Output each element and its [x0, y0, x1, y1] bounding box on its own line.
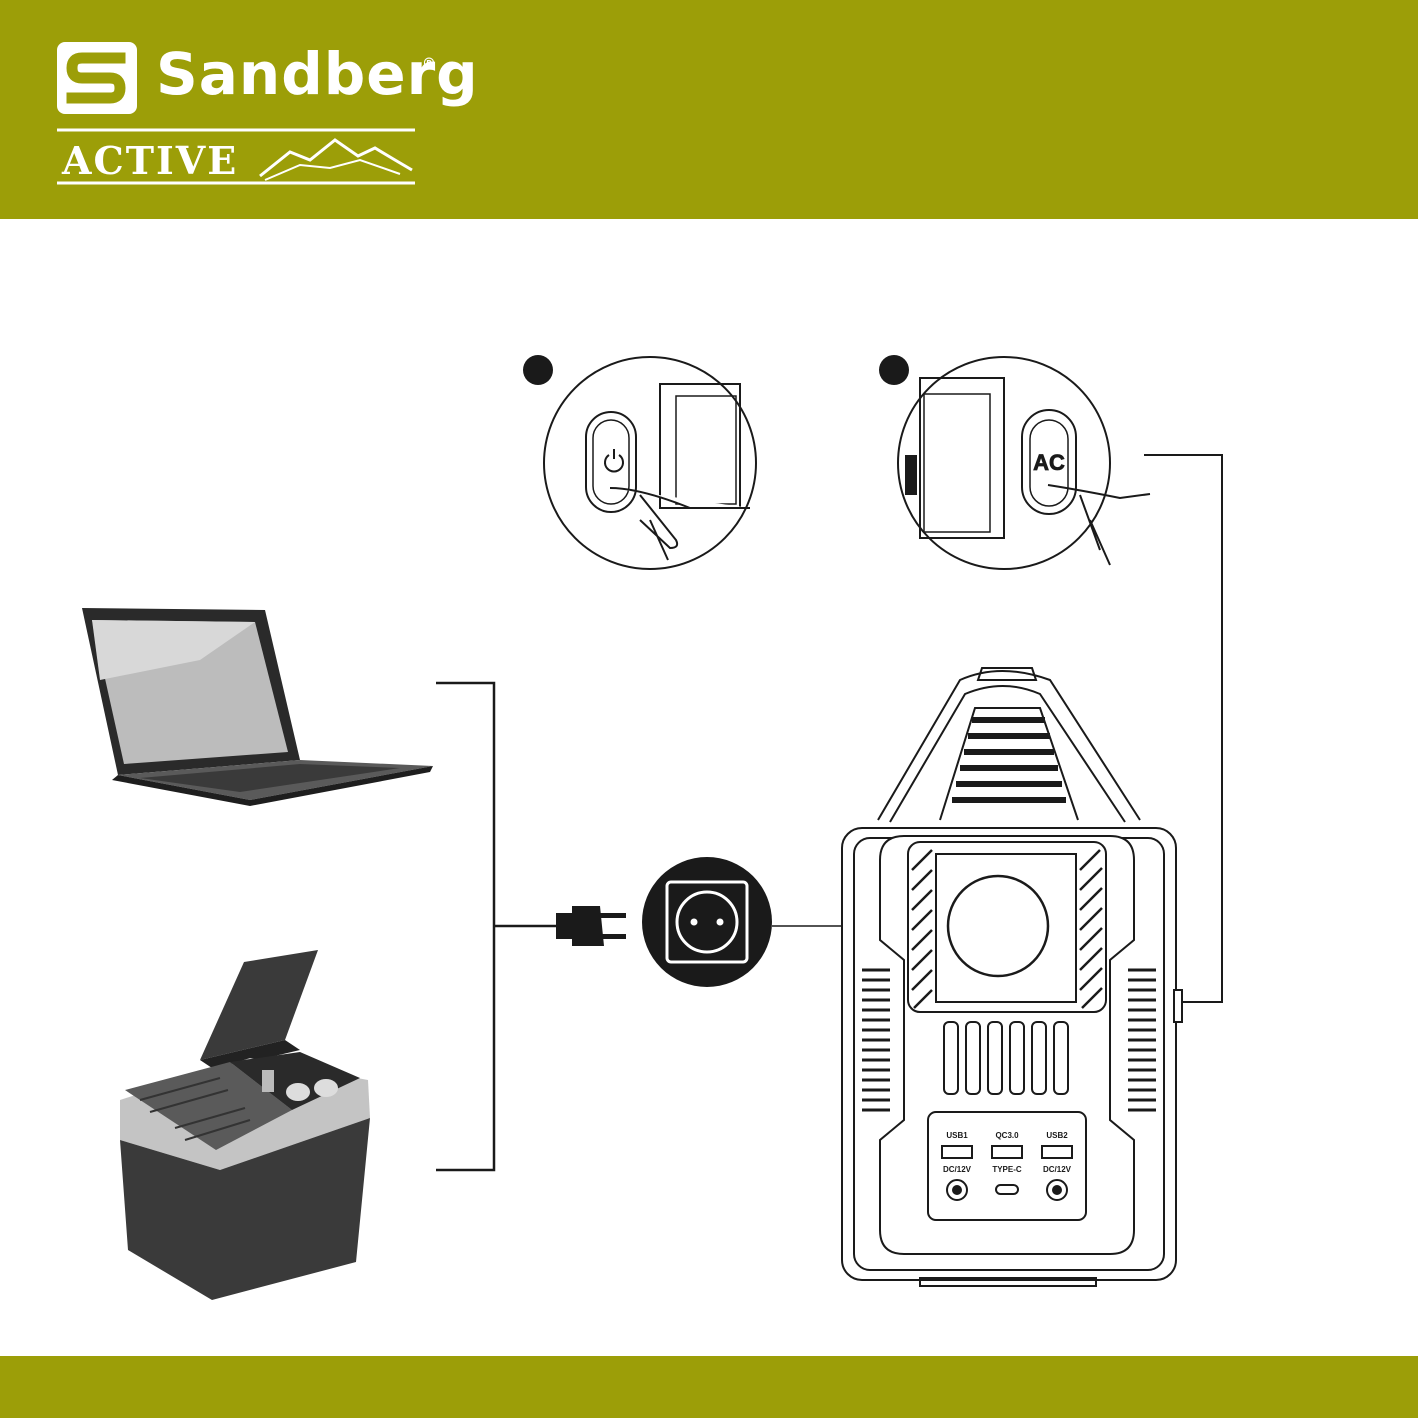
ac-button-label: AC: [1033, 450, 1065, 475]
dc-left-label: DC/12V: [943, 1165, 972, 1174]
sandberg-logo-icon: [57, 42, 137, 114]
dc-right-label: DC/12V: [1043, 1165, 1072, 1174]
usb2-label: USB2: [1046, 1131, 1068, 1140]
power-station-device: [842, 668, 1182, 1286]
plug-icon: [556, 906, 626, 946]
usb1-label: USB1: [946, 1131, 968, 1140]
brand-registered: ®: [422, 56, 436, 72]
bracket-line: [436, 683, 494, 1170]
qc-label: QC3.0: [995, 1131, 1019, 1140]
step-2-dot: [879, 355, 909, 385]
step-1-dot: [523, 355, 553, 385]
cooler-illustration: [120, 950, 370, 1300]
socket-icon: [642, 857, 772, 987]
step-2-zoom: AC: [879, 355, 1150, 569]
typec-label: TYPE-C: [992, 1165, 1022, 1174]
brand-sub: ACTIVE: [62, 138, 238, 183]
brand-name: Sandberg: [156, 40, 479, 108]
step-1-zoom: [523, 355, 756, 569]
laptop-illustration: [82, 608, 433, 806]
